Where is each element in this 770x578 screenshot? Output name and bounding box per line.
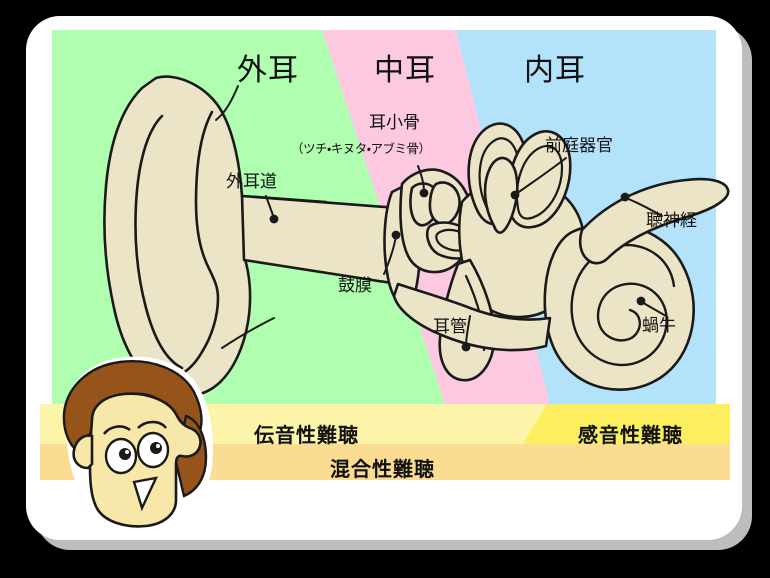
dot-eardrum — [391, 230, 401, 240]
pinna-inner-fold — [134, 114, 184, 370]
leader-mascot — [221, 317, 275, 349]
semicircular-canal-posterior — [483, 156, 519, 234]
mascot-eye-highlight-right — [156, 444, 160, 448]
leader-ear-canal — [265, 195, 275, 219]
incus-shape — [428, 181, 461, 226]
pinna-antihelix — [174, 110, 220, 378]
label-ossicles: 耳小骨 — [369, 113, 420, 133]
mascot-character — [62, 356, 213, 528]
label-eardrum: 鼓膜 — [338, 276, 372, 296]
anatomy-structures — [103, 75, 730, 398]
label-ear-canal: 外耳道 — [226, 172, 277, 192]
dot-cochlea — [636, 296, 646, 306]
mascot-pupil-right — [150, 442, 162, 454]
diagram-card: 外耳 中耳 内耳 外耳道 耳小骨 （ツチ・キヌタ・アブミ骨） 鼓膜 耳管 前庭器… — [26, 16, 742, 540]
zone-title-inner-ear: 内耳 — [524, 53, 586, 88]
mascot-ear-left — [72, 434, 94, 470]
mascot-mouth — [132, 476, 159, 512]
semicircular-canal-lateral-inner — [515, 144, 564, 220]
zone-title-outer-ear: 外耳 — [237, 53, 299, 88]
label-ossicles-detail: （ツチ・キヌタ・アブミ骨） — [291, 141, 431, 156]
temporal-bone-shelf — [392, 282, 552, 352]
dot-nerve — [620, 192, 630, 202]
band-sensorineural-fill — [523, 404, 730, 444]
dot-ear-canal — [269, 214, 279, 224]
band-label-mixed: 混合性難聴 — [330, 457, 435, 481]
label-eustachian-tube: 耳管 — [433, 317, 467, 337]
leader-outer-ear — [215, 85, 239, 121]
zone-title-middle-ear: 中耳 — [374, 53, 436, 88]
ear-anatomy-illustration — [40, 30, 730, 528]
mascot-eye-highlight-left — [125, 450, 129, 454]
label-auditory-nerve: 聴神経 — [646, 211, 697, 231]
band-label-conductive: 伝音性難聴 — [254, 423, 359, 447]
label-cochlea: 蝸牛 — [642, 316, 676, 336]
mascot-eyebrow-left — [102, 425, 131, 435]
leader-dots — [269, 188, 646, 352]
label-vestibular-organ: 前庭器官 — [545, 136, 613, 156]
mascot-eyebrow-right — [137, 420, 168, 429]
dot-vestibular — [510, 190, 520, 200]
dot-eustachian — [461, 342, 471, 352]
dot-ossicles — [419, 188, 429, 198]
band-label-sensorineural: 感音性難聴 — [578, 423, 683, 447]
mascot-pupil-left — [119, 448, 131, 460]
auditory-nerve-shape — [579, 177, 730, 265]
pinna-shape — [103, 75, 328, 398]
leader-vestibular — [515, 157, 567, 195]
